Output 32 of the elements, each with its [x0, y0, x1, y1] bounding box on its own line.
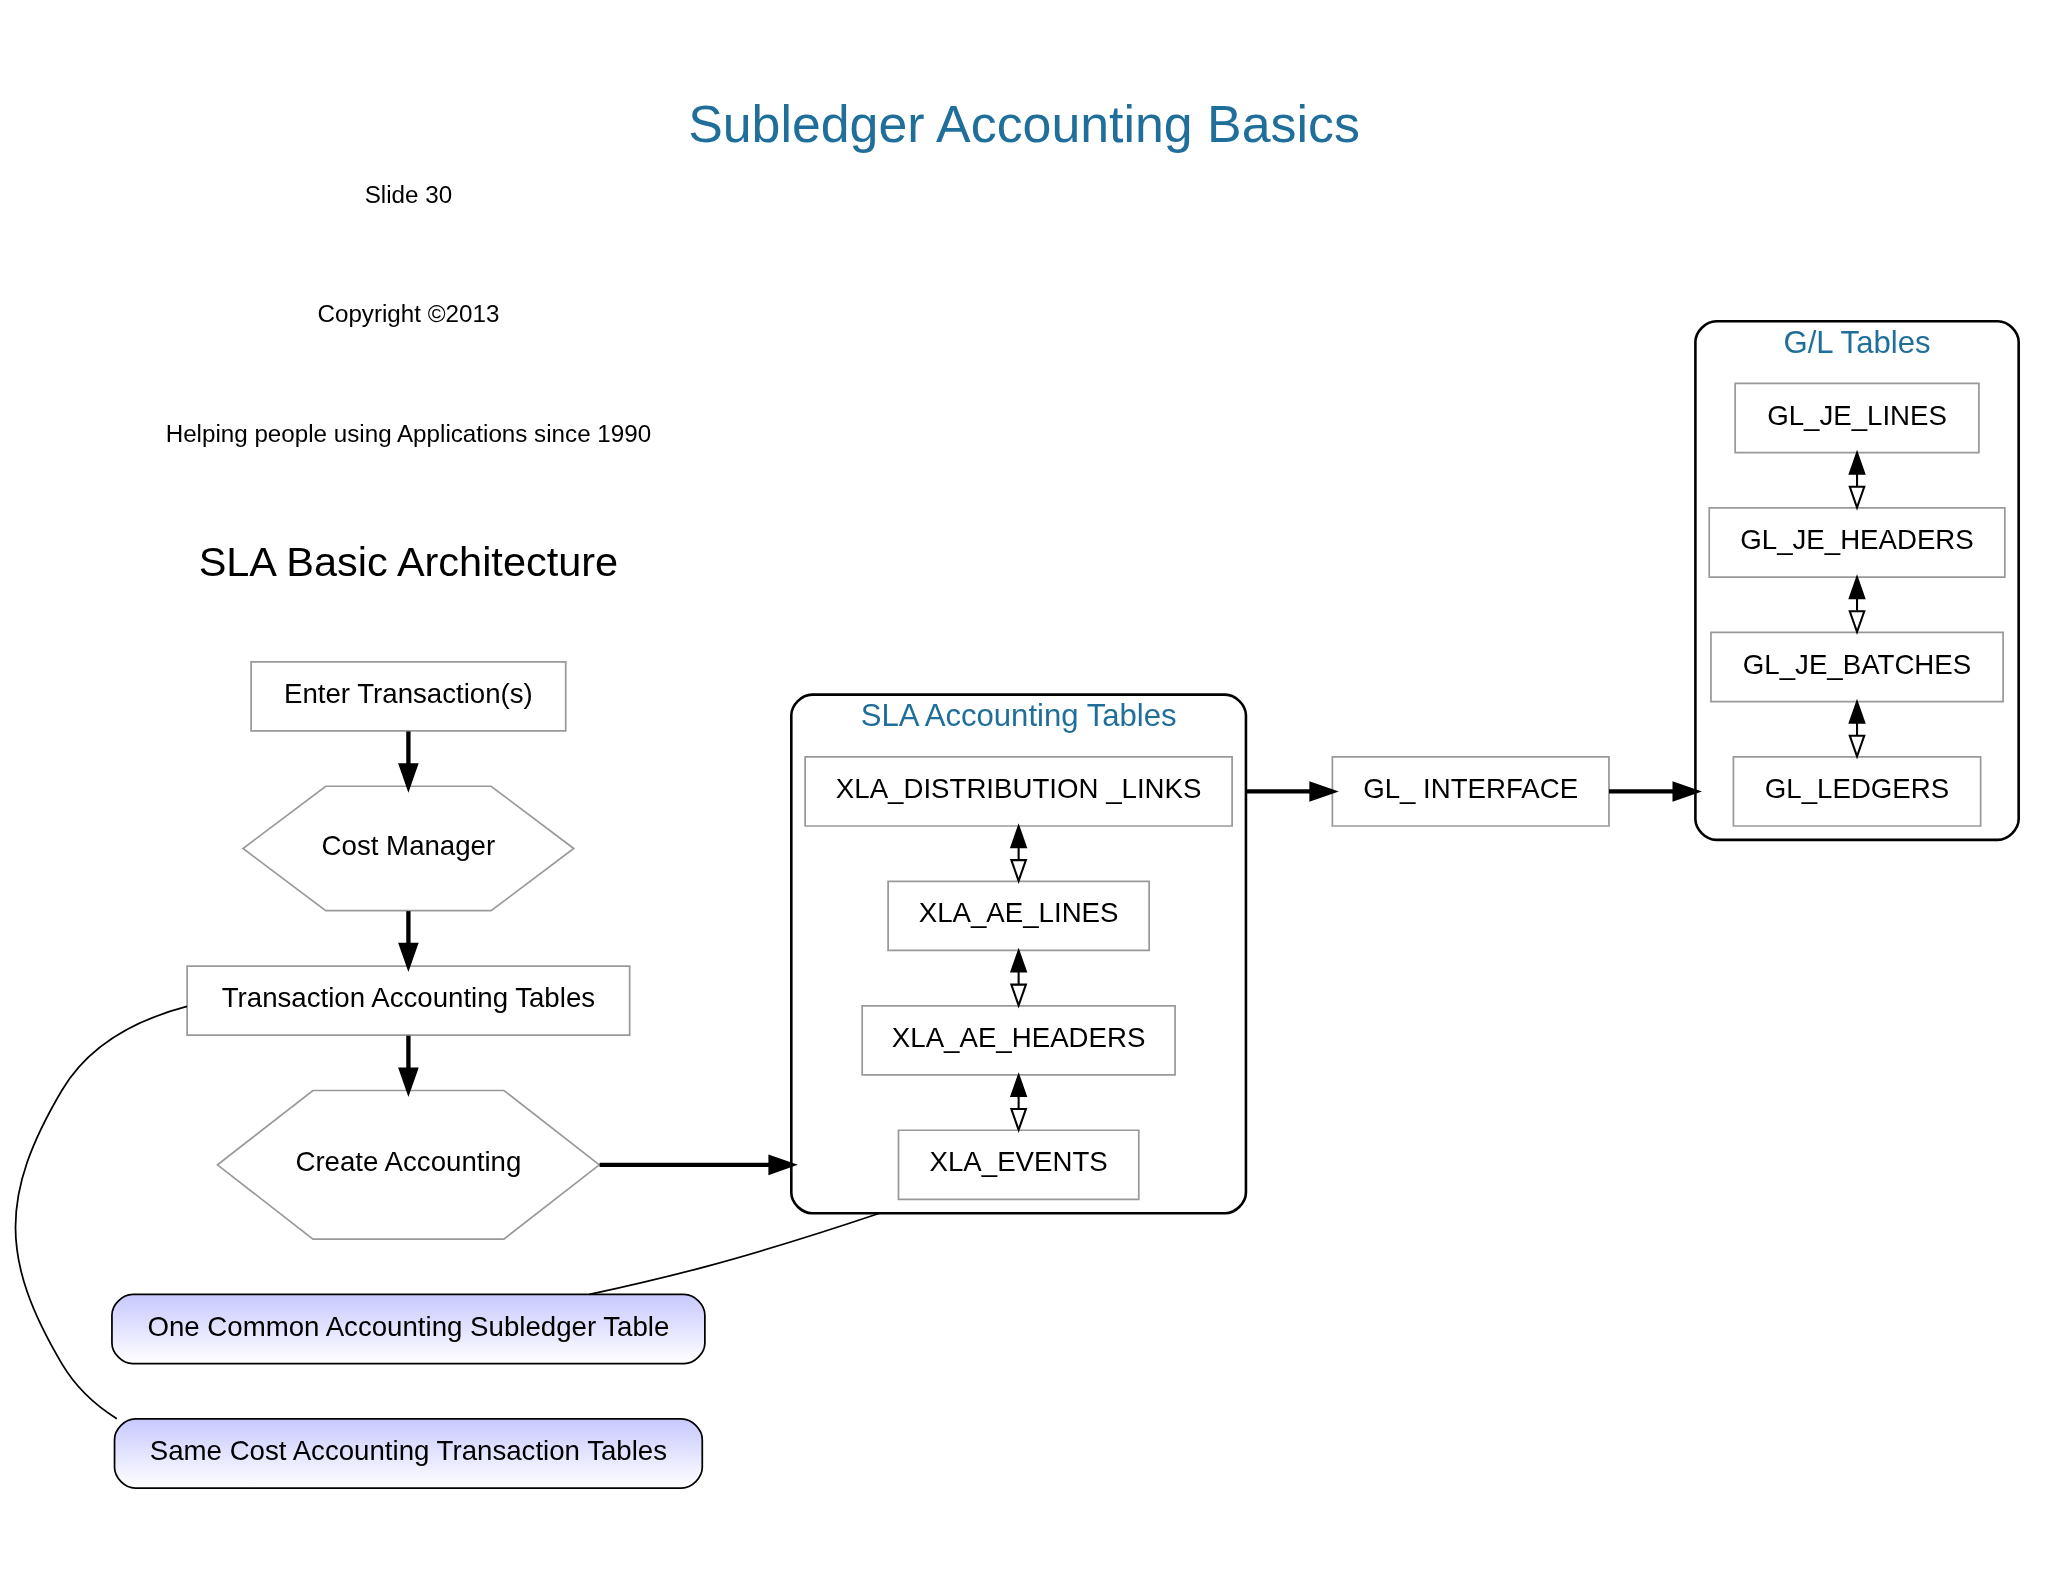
- arrow: [1848, 574, 1866, 636]
- label: Copyright ©2013: [317, 300, 500, 328]
- arrow: [599, 1154, 798, 1176]
- arrow: [398, 911, 419, 973]
- node-box: XLA_AE_LINES: [887, 880, 1150, 952]
- arrow: [1848, 698, 1866, 760]
- node-box: GL_JE_BATCHES: [1710, 631, 2004, 703]
- node-box: GL_JE_HEADERS: [1708, 507, 2006, 578]
- label: Helping people using Applications since 1990: [165, 419, 652, 447]
- node-box: XLA_EVENTS: [897, 1129, 1140, 1201]
- arrow: [1609, 781, 1702, 802]
- node-box: Same Cost Accounting Transaction Tables: [113, 1418, 704, 1489]
- arrow: [1245, 781, 1339, 802]
- label: Slide 30: [364, 181, 453, 209]
- node-box: Enter Transaction(s): [250, 660, 567, 732]
- arrow: [1009, 1072, 1028, 1133]
- arrow: [1009, 823, 1028, 885]
- connector: [588, 1212, 881, 1296]
- arrow: [1009, 947, 1028, 1009]
- node-box: GL_LEDGERS: [1732, 756, 1982, 827]
- node-box: GL_JE_LINES: [1734, 382, 1980, 454]
- node-box: XLA_AE_HEADERS: [861, 1004, 1176, 1076]
- node-box: Transaction Accounting Tables: [186, 965, 631, 1037]
- arrow: [1848, 449, 1866, 511]
- arrow: [398, 731, 419, 793]
- connector: [14, 1005, 188, 1420]
- node-box: XLA_DISTRIBUTION _LINKS: [804, 756, 1233, 827]
- label: SLA Basic Architecture: [198, 537, 619, 585]
- diagram-title: Subledger Accounting Basics: [688, 95, 1360, 154]
- node-box: One Common Accounting Subledger Table: [111, 1293, 706, 1365]
- node-box: GL_ INTERFACE: [1331, 756, 1610, 827]
- arrow: [398, 1035, 419, 1097]
